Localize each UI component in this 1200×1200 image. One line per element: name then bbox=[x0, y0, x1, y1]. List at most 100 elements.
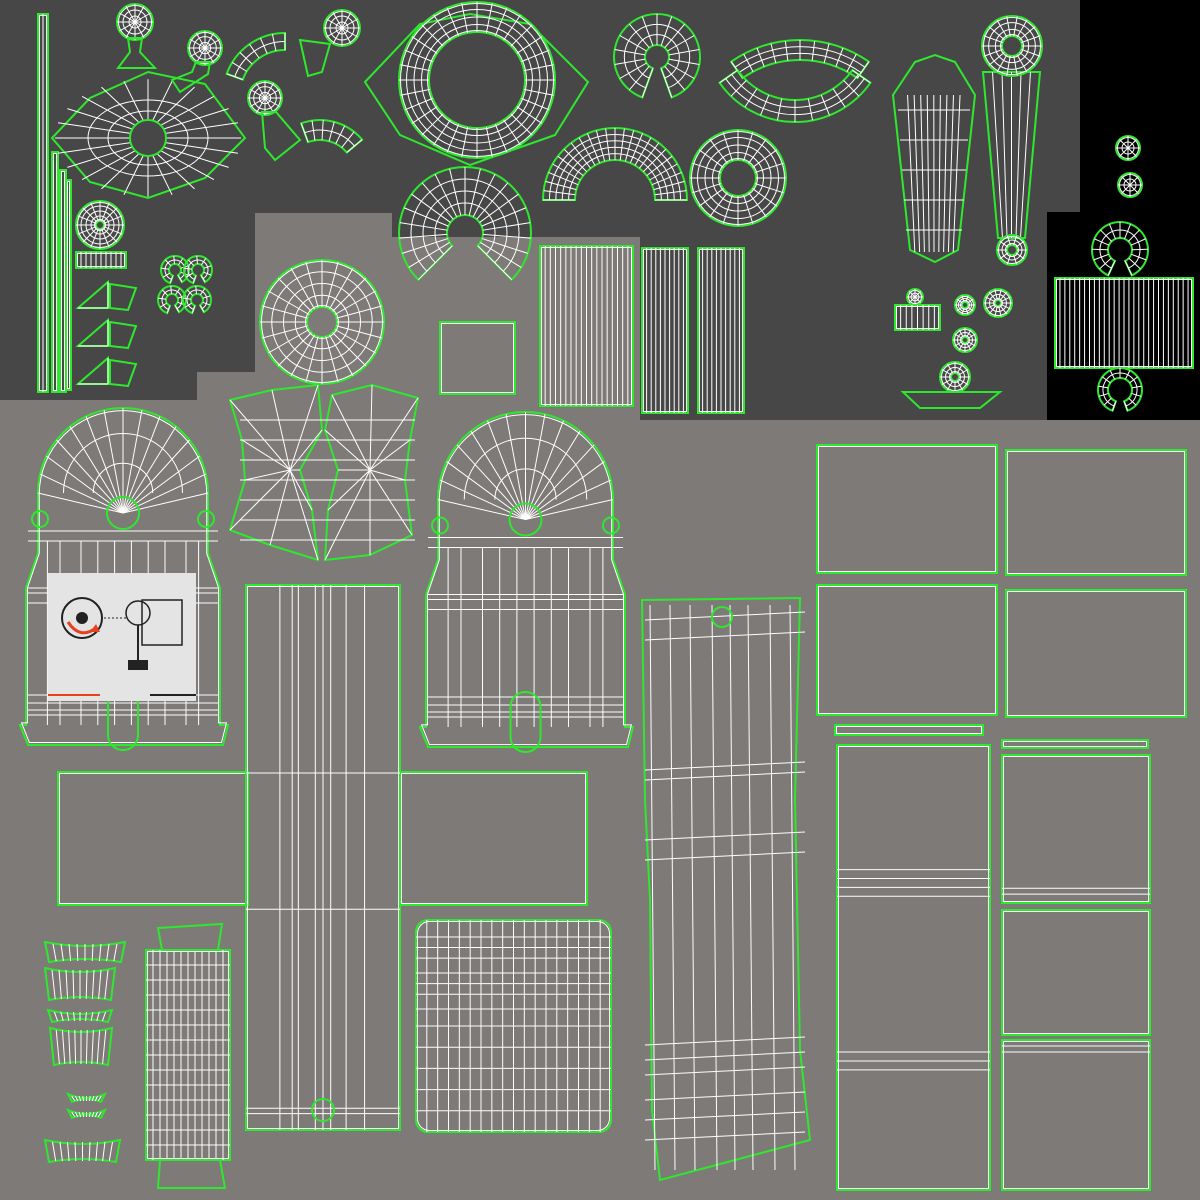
uv-wire-edge bbox=[947, 380, 954, 391]
uv-wire-edge bbox=[516, 36, 543, 54]
uv-island-tall-panel bbox=[836, 744, 991, 1191]
uv-wire-edge bbox=[996, 19, 1008, 38]
uv-wire-edge bbox=[96, 1011, 100, 1022]
uv-island-border bbox=[48, 1026, 114, 1067]
uv-wire-edge bbox=[101, 202, 110, 222]
uv-wire-edge bbox=[328, 121, 335, 142]
uv-wire-edge bbox=[199, 304, 205, 313]
uv-wire-edge bbox=[85, 1029, 88, 1065]
uv-island-border bbox=[116, 37, 158, 69]
uv-wire-edge bbox=[250, 89, 266, 99]
uv-wire-edge bbox=[334, 290, 376, 315]
uv-wire-edge bbox=[956, 306, 963, 312]
uv-wire-edge bbox=[644, 631, 806, 641]
uv-island-border bbox=[418, 411, 635, 748]
uv-wire-edge bbox=[1016, 19, 1028, 38]
uv-wire-edge bbox=[249, 43, 260, 59]
uv-wire-edge bbox=[1006, 254, 1011, 265]
uv-wire-edge bbox=[97, 1111, 102, 1118]
uv-wire-edge bbox=[709, 138, 728, 164]
uv-wire-edge bbox=[480, 241, 522, 268]
uv-wire-edge bbox=[191, 305, 196, 314]
uv-wire-edge bbox=[186, 289, 194, 297]
uv-wire-edge bbox=[58, 122, 131, 134]
uv-island-stem bbox=[170, 61, 212, 94]
uv-wire-edge bbox=[494, 124, 508, 153]
uv-wire-edge bbox=[449, 168, 462, 216]
uv-wire-edge bbox=[88, 1095, 91, 1102]
uv-island-wedge bbox=[75, 355, 109, 385]
uv-wire-edge bbox=[754, 183, 784, 194]
uv-wire-edge bbox=[477, 245, 513, 281]
uv-wire-edge bbox=[729, 604, 736, 1171]
uv-wire-edge bbox=[722, 194, 733, 224]
uv-island-border bbox=[46, 1008, 114, 1024]
uv-wire-edge bbox=[91, 969, 95, 1000]
uv-wire-edge bbox=[76, 943, 79, 962]
uv-wire-edge bbox=[1015, 252, 1025, 260]
valve-crank-diagram-icon bbox=[48, 573, 196, 701]
uv-wire-edge bbox=[1098, 385, 1109, 389]
uv-wire-edge bbox=[241, 439, 291, 471]
uv-wire-edge bbox=[125, 6, 136, 23]
uv-wire-edge bbox=[654, 190, 687, 196]
uv-island-border bbox=[900, 391, 1003, 409]
uv-wire-edge bbox=[73, 1011, 75, 1022]
uv-wire-edge bbox=[914, 290, 922, 298]
uv-island-inner bbox=[1003, 911, 1149, 1034]
uv-wire-edge bbox=[125, 21, 136, 38]
uv-island-c-fan bbox=[398, 166, 532, 282]
uv-wire-edge bbox=[570, 142, 592, 169]
uv-wire-edge bbox=[122, 410, 143, 514]
uv-wire-edge bbox=[644, 611, 806, 621]
uv-wire-edge bbox=[770, 43, 777, 64]
uv-wire-edge bbox=[998, 305, 1002, 317]
uv-island-stem bbox=[298, 38, 332, 78]
uv-island-tiny-disc bbox=[983, 288, 1013, 318]
uv-wire-edge bbox=[134, 21, 145, 38]
uv-wire-edge bbox=[961, 307, 965, 315]
uv-wire-edge bbox=[229, 399, 291, 471]
uv-wire-edge bbox=[341, 131, 355, 148]
uv-wire-edge bbox=[954, 341, 963, 347]
uv-wire-edge bbox=[756, 47, 765, 67]
uv-wire-edge bbox=[290, 268, 315, 310]
uv-wire-edge bbox=[1006, 55, 1011, 76]
uv-wire-edge bbox=[58, 969, 62, 1000]
uv-island-border bbox=[363, 12, 590, 167]
uv-wire-edge bbox=[988, 291, 997, 301]
uv-wire-edge bbox=[101, 1011, 107, 1022]
uv-wire-edge bbox=[369, 397, 419, 471]
uv-wire-edge bbox=[510, 113, 533, 136]
uv-island-housing-left bbox=[18, 407, 230, 751]
uv-island-border bbox=[65, 1091, 108, 1104]
uv-island-barrel-cap bbox=[156, 1159, 227, 1189]
uv-island-small-strip bbox=[75, 251, 127, 269]
uv-island-thin-strip bbox=[51, 151, 59, 393]
uv-wire-edge bbox=[485, 3, 493, 34]
uv-wire-edge bbox=[481, 207, 527, 227]
uv-wire-edge bbox=[941, 369, 952, 376]
uv-wire-edge bbox=[113, 943, 118, 962]
uv-island-border bbox=[891, 53, 977, 264]
uv-wire-edge bbox=[199, 288, 206, 296]
uv-wire-edge bbox=[1129, 376, 1138, 384]
uv-island-border bbox=[65, 179, 72, 391]
uv-wire-edge bbox=[967, 333, 976, 339]
uv-wire-edge bbox=[161, 289, 169, 297]
uv-island-wing bbox=[228, 383, 330, 562]
uv-wire-edge bbox=[1013, 16, 1018, 37]
uv-wire-edge bbox=[1013, 55, 1018, 76]
uv-wire-edge bbox=[369, 384, 373, 471]
uv-island-border bbox=[43, 940, 127, 964]
uv-island-thin-strip bbox=[37, 13, 49, 393]
uv-wire-edge bbox=[71, 1095, 76, 1102]
uv-wire-edge bbox=[644, 771, 806, 781]
uv-island-curved-strip bbox=[65, 1091, 108, 1104]
uv-island-ring bbox=[689, 129, 787, 227]
uv-wire-edge bbox=[711, 604, 718, 1171]
uv-wire-edge bbox=[402, 238, 449, 254]
uv-wire-edge bbox=[51, 969, 56, 1000]
uv-island-inner bbox=[1007, 591, 1185, 716]
uv-wire-edge bbox=[77, 215, 97, 224]
